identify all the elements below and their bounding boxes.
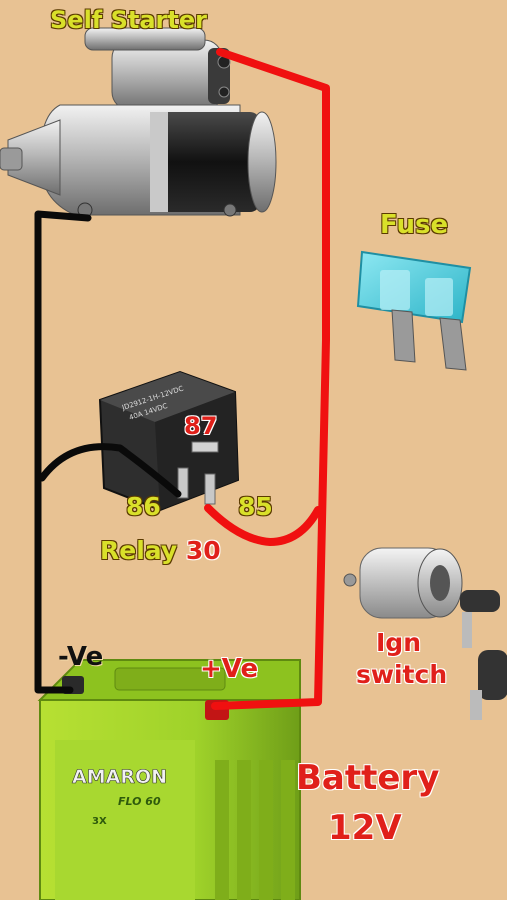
relay-pin-85: 85 (238, 492, 273, 521)
self-starter-motor (0, 27, 277, 218)
battery-badge-text: 3X (92, 816, 107, 827)
battery-model-text: FLO 60 (118, 795, 161, 808)
relay-pin-86: 86 (126, 492, 161, 521)
relay-pin-30: 30 (185, 536, 221, 565)
key-icon (460, 590, 507, 720)
battery: AMARON FLO 60 3X (37, 659, 301, 900)
battery-label-line1: Battery (296, 758, 440, 798)
ign-switch-label-line1: Ign (376, 628, 421, 657)
self-starter-label: Self Starter (50, 6, 207, 34)
relay-label: Relay 30 (100, 536, 221, 565)
positive-wires (204, 48, 330, 710)
positive-terminal-label: +Ve (200, 654, 259, 684)
ignition-switch (343, 547, 507, 720)
fuse-label: Fuse (380, 210, 449, 240)
relay: JD2912-1H-12VDC 40A 14VDC (98, 370, 240, 512)
battery-label-line2: 12V (328, 808, 402, 848)
relay-word: Relay (100, 536, 178, 565)
fuse (356, 250, 472, 371)
negative-terminal-label: -Ve (58, 642, 104, 672)
relay-pin-87: 87 (184, 412, 218, 440)
ign-switch-label-line2: switch (356, 660, 448, 689)
battery-brand-text: AMARON (72, 766, 167, 788)
negative-wires (34, 210, 182, 694)
